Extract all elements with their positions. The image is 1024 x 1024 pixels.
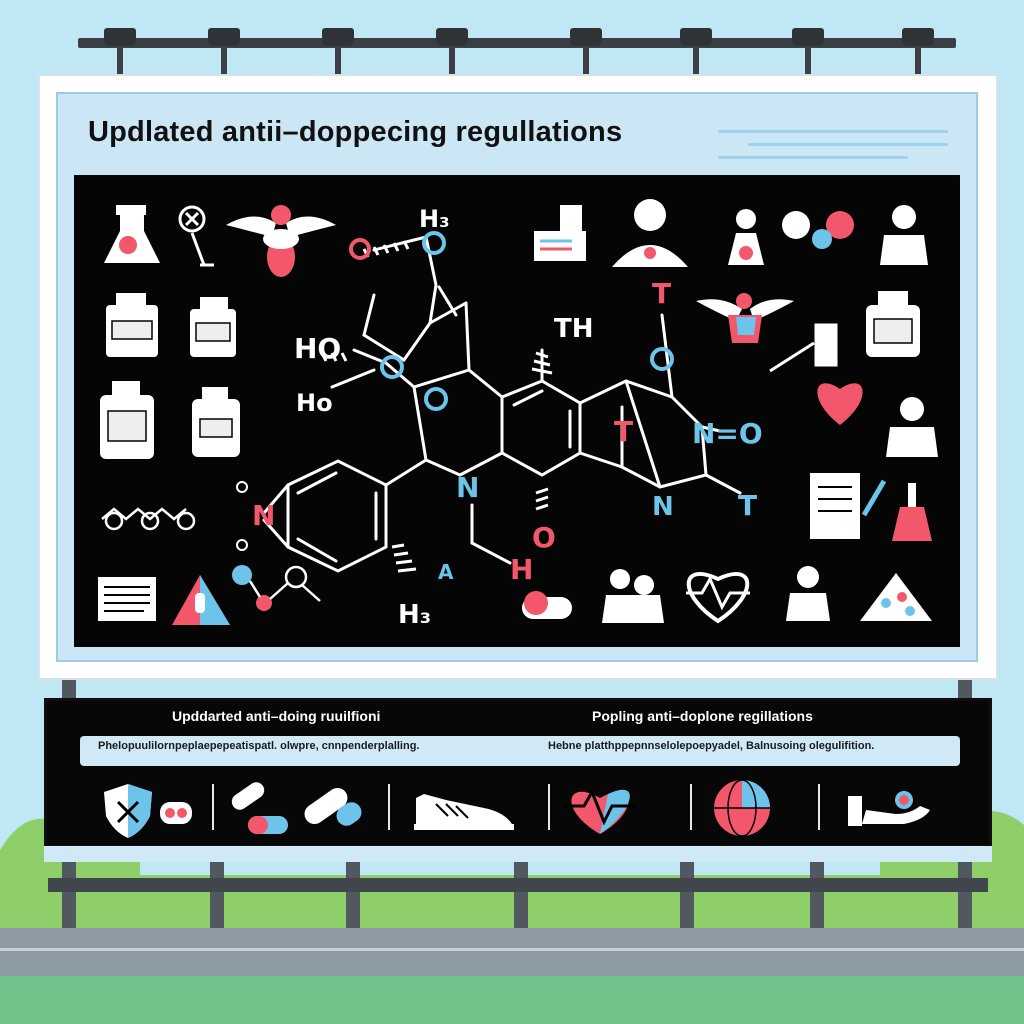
atom-label: T [738,489,757,522]
billboard-post [810,860,824,930]
road [0,928,1024,976]
doctor-icon [612,199,688,267]
shield-cross-icon [104,784,192,838]
banner-lip [44,846,992,862]
pill-icon [522,591,572,619]
billboard-post [680,860,694,930]
hand-pill-icon [848,791,930,826]
atom-label: T [652,277,671,310]
atom-label: HO [294,332,341,365]
bottom-icon-row [104,779,930,838]
spotlight-icon [104,28,136,102]
handshake-icon [782,211,854,249]
spotlight-icon [322,28,354,102]
atom-label: Ho [296,389,333,417]
billboard-title: Updlated antii–doppecing regullations [88,116,623,148]
atom-label: H [510,553,533,586]
lamp-rail [78,38,956,48]
atom-label: TH [554,314,594,344]
atom-label: N=O [692,417,763,450]
winged-icon [696,293,794,343]
medicine-bottle-icon [100,381,154,459]
banner-text-strip [80,736,960,766]
banner-strip-text-left: Phelopuulilornpeplaepepeatispatl. olwpre… [98,740,420,752]
atom-label: A [438,560,454,584]
divider [548,784,550,830]
capsule-icon [304,787,362,826]
report-icon [810,473,887,539]
billboard-post [346,860,360,930]
bottom-banner [44,698,992,848]
atom-label: N [456,471,479,504]
molecule-icon [101,507,196,531]
banner-subtitle-left: Upddarted anti–doing ruuilfioni [172,708,381,724]
atom-label: T [614,415,633,448]
spotlight-icon [436,28,468,102]
pill-pile-icon [860,573,932,621]
sneaker-icon [414,794,514,830]
atom-label: N [652,492,674,522]
globe-icon [714,779,770,837]
road-line [0,948,1024,951]
medicine-bottle-icon [190,297,236,357]
spotlight-icon [680,28,712,102]
billboard-post [958,860,972,930]
pill-icon [231,782,288,834]
winged-pill-icon [226,205,336,277]
medicine-bottle-icon [106,293,158,357]
spotlight-icon [208,28,240,102]
decorative-line [718,156,908,159]
medicine-bottle-icon [866,291,920,357]
divider [818,784,820,830]
billboard-post [514,860,528,930]
warning-icon [172,575,230,625]
divider [212,784,214,830]
heart-pulse-icon [564,788,636,834]
atom-label: O [532,521,556,554]
atom-label: H₃ [419,205,450,233]
person-icon [880,205,928,265]
team-icon [602,569,664,623]
banner-strip-text-right: Hebne platthppepnnselolepoepyadel, Balnu… [548,740,875,752]
spotlight-icon [902,28,934,102]
atom-label: N [252,499,275,532]
label-icon [534,205,586,261]
test-tube-icon [892,483,932,541]
decorative-line [718,130,948,133]
support-beam [48,878,988,892]
divider [388,784,390,830]
grass [0,976,1024,1024]
banner-subtitle-right: Popling anti–doplone regillations [592,708,813,724]
heartbeat-icon [686,572,750,624]
billboard-post [62,860,76,930]
person-icon [786,566,830,621]
no-entry-icon [178,205,214,267]
spotlight-icon [792,28,824,102]
flask-person-icon [728,209,764,265]
chemical-structure-diagram: HO Ho H₃ TH T T N=O N N A H O H₃ T N [98,199,938,630]
molecule-icon [232,565,321,611]
divider [690,784,692,830]
medicine-bottle-icon [192,387,240,457]
document-icon [98,577,156,621]
atom-label: H₃ [398,600,431,630]
billboard-post [210,860,224,930]
spotlight-icon [570,28,602,102]
flask-icon [104,205,160,263]
heart-icon [817,383,863,425]
decorative-line [748,143,948,146]
syringe-icon [769,323,838,373]
athlete-icon [886,397,938,457]
